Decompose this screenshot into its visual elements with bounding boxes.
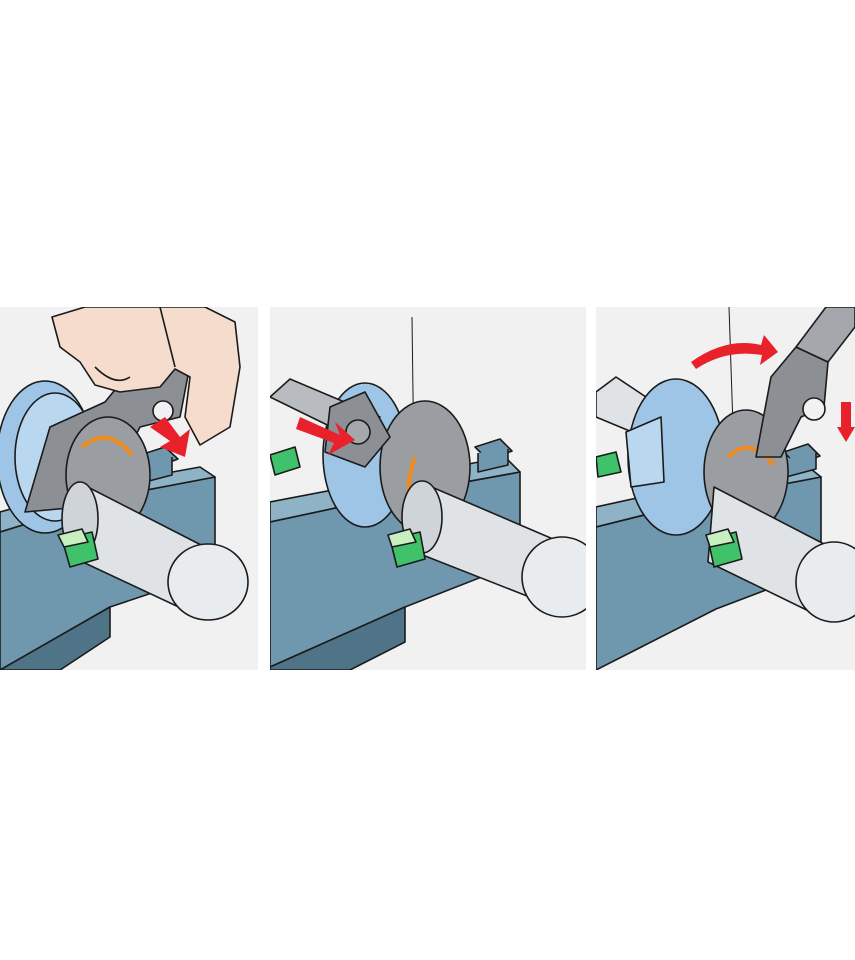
shaft-end bbox=[795, 541, 855, 623]
red-arrow-down bbox=[837, 402, 855, 442]
collar-sleeve bbox=[625, 416, 665, 488]
collar-orange-mark bbox=[726, 445, 776, 467]
housing-bolt bbox=[783, 443, 821, 478]
green-seal-left bbox=[596, 451, 622, 478]
red-curved-arrow bbox=[691, 335, 778, 369]
shaft-end bbox=[521, 536, 586, 618]
step-3-illustration bbox=[596, 307, 855, 670]
collar-orange-mark bbox=[80, 435, 134, 457]
step-1-illustration bbox=[0, 307, 249, 670]
red-arrow-right bbox=[296, 417, 355, 455]
housing-bolt bbox=[474, 438, 513, 473]
seal-pad bbox=[387, 528, 417, 548]
hook-spanner bbox=[755, 346, 829, 458]
red-arrow-down bbox=[150, 417, 190, 457]
step-1-panel bbox=[0, 307, 258, 670]
shaft-end bbox=[167, 543, 249, 621]
green-seal-left bbox=[270, 446, 301, 476]
step-2-illustration bbox=[270, 316, 586, 670]
hand bbox=[51, 307, 241, 446]
extension-bar bbox=[795, 307, 855, 363]
seal-pad bbox=[705, 528, 735, 548]
step-3-panel bbox=[596, 307, 855, 670]
step-2-panel bbox=[270, 307, 586, 670]
spanner-hole bbox=[152, 400, 174, 422]
spanner-hole bbox=[802, 397, 826, 421]
seal-pad bbox=[57, 528, 89, 548]
